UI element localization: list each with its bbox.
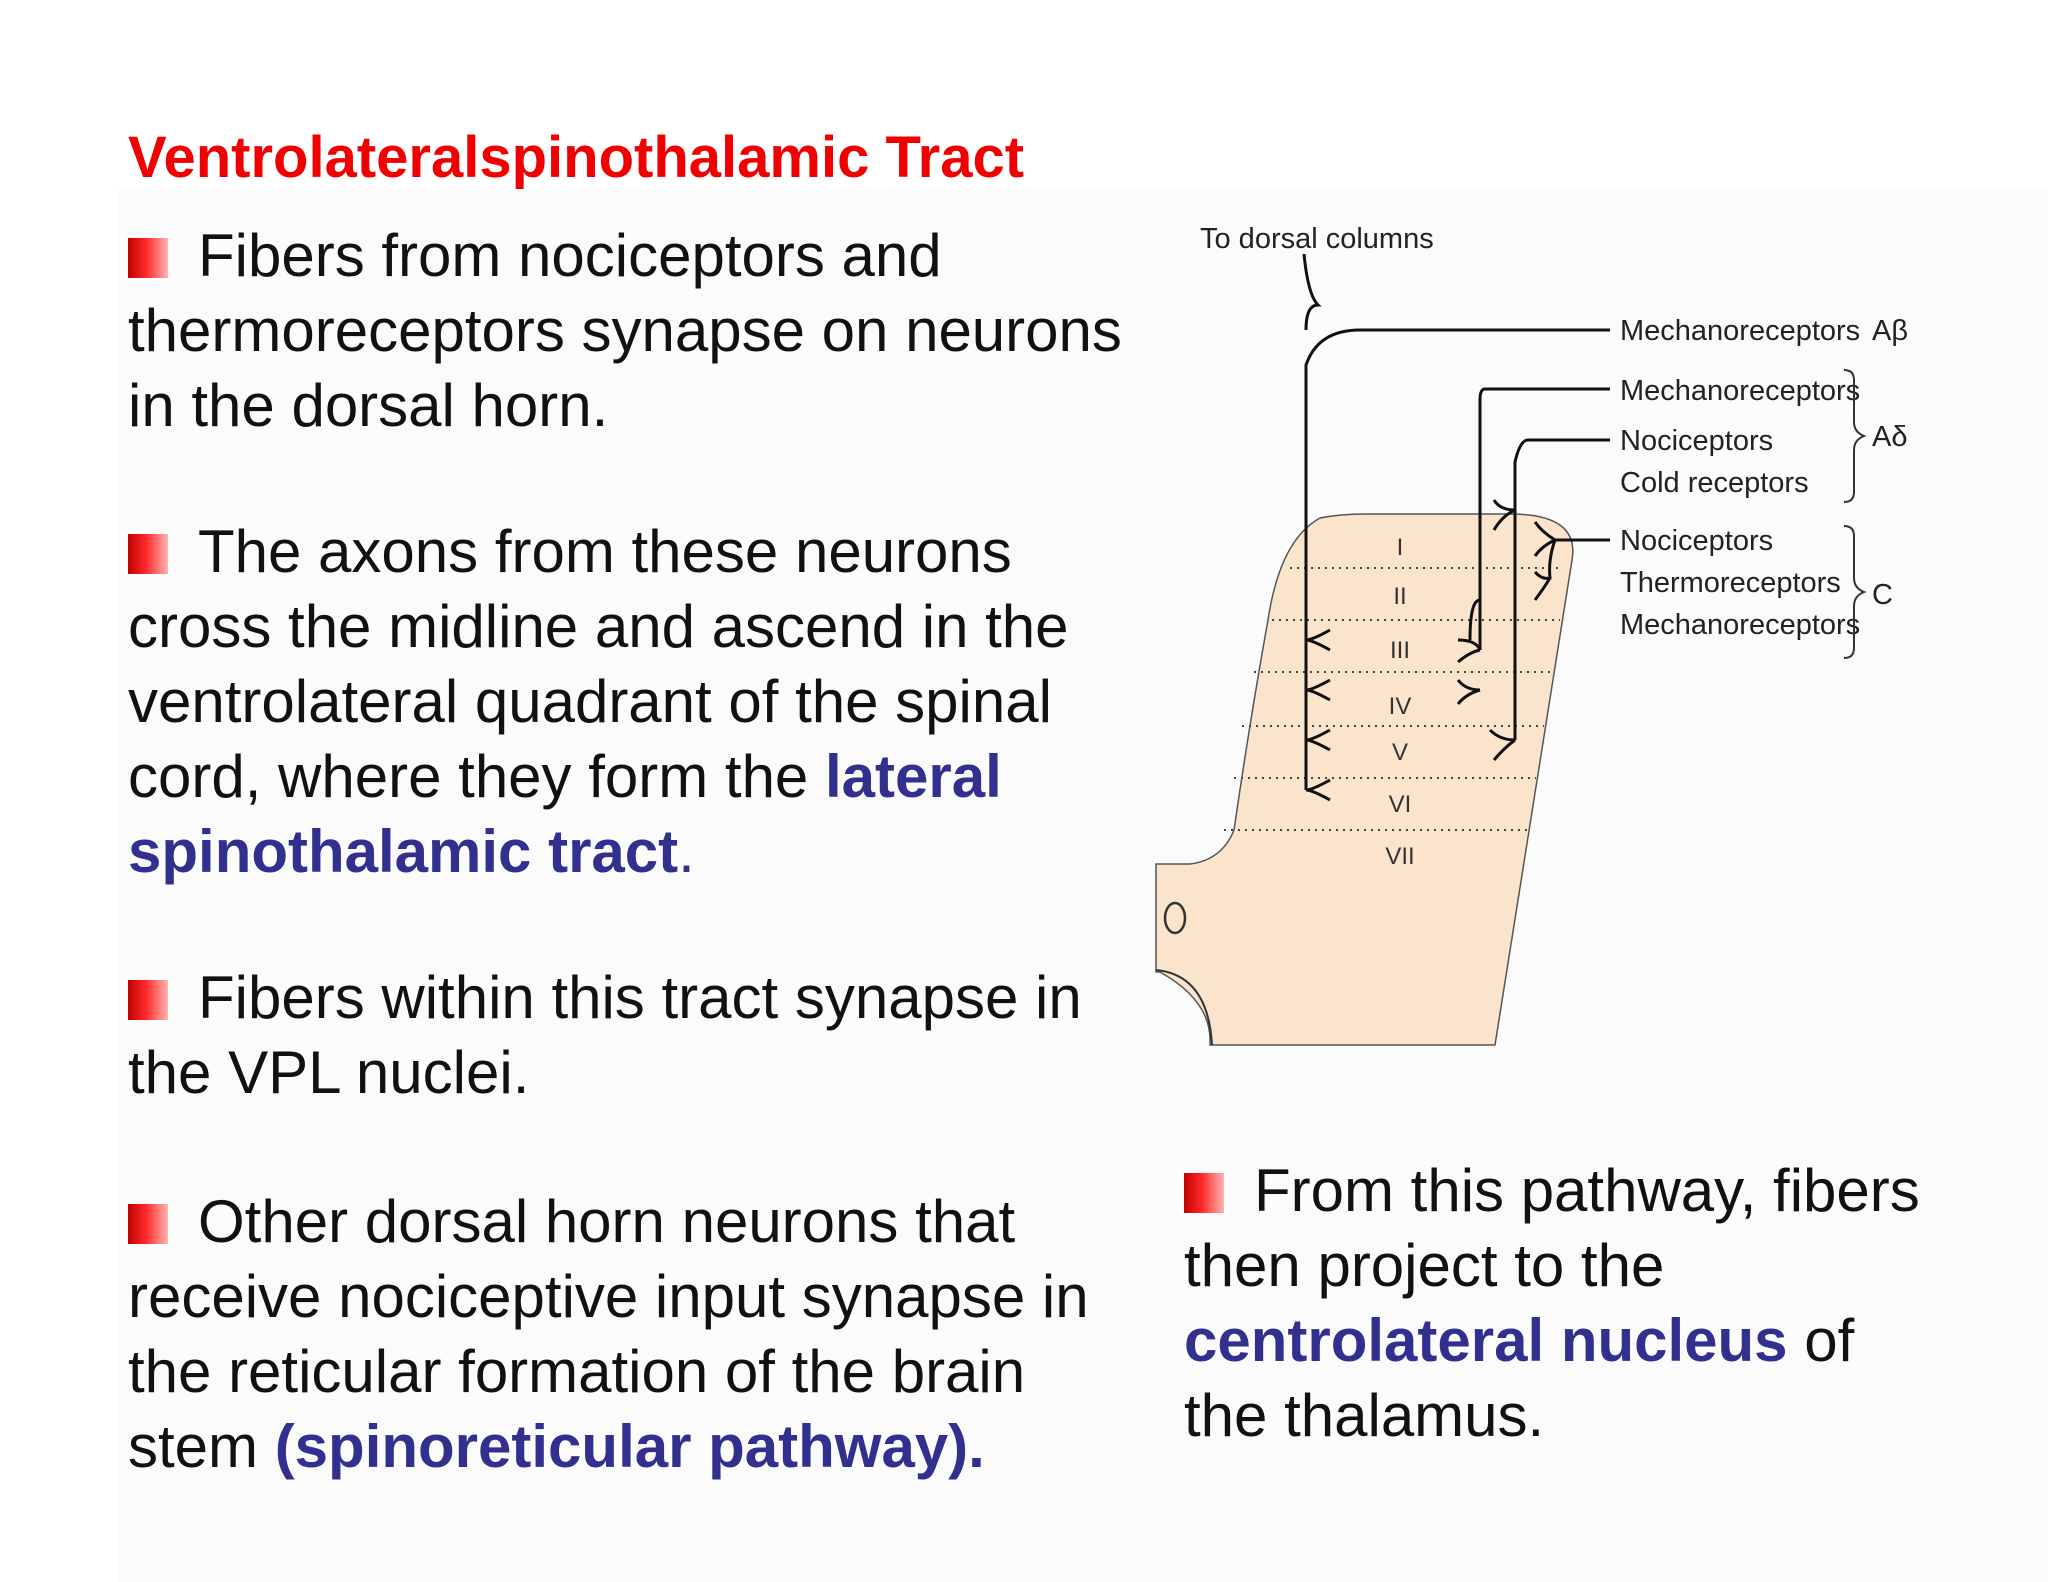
dorsal-columns-label: To dorsal columns	[1200, 223, 1434, 255]
bullet-icon	[128, 1204, 168, 1244]
fiber-class-label: C	[1872, 579, 1893, 611]
brace-lines	[1843, 369, 1867, 659]
lamina-label: VI	[1389, 791, 1412, 818]
receptor-label: Nociceptors	[1620, 525, 1773, 557]
central-canal	[1163, 901, 1187, 935]
highlight-term: (spinoreticular pathway).	[274, 1413, 985, 1480]
bullet-text: The axons from these neurons cross the m…	[128, 518, 1069, 810]
fiber-class-label: Aδ	[1872, 421, 1908, 453]
synapse-terminals	[1305, 499, 1557, 802]
bullet-paragraph-2: The axons from these neurons cross the m…	[128, 514, 1138, 889]
bullet-icon	[1184, 1173, 1224, 1213]
content-panel	[118, 190, 2048, 1582]
bullet-icon	[128, 238, 168, 278]
receptor-label: Mechanoreceptors	[1620, 315, 1860, 347]
lamina-label: VII	[1385, 843, 1414, 870]
lamina-label: I	[1397, 534, 1404, 561]
lamina-label: II	[1393, 583, 1406, 610]
bullet-text-end: of the thalamus.	[1184, 1307, 1855, 1449]
lamina-labels: I II III IV V VI VII	[1385, 534, 1414, 870]
receptor-label: Mechanoreceptors	[1620, 375, 1860, 407]
spinal-cord-edge	[1155, 969, 1213, 1046]
receptor-label: Nociceptors	[1620, 425, 1773, 457]
bullet-paragraph-1: Fibers from nociceptors and thermorecept…	[128, 218, 1128, 443]
bullet-paragraph-5: From this pathway, fibers then project t…	[1184, 1153, 1944, 1453]
receptor-label: Thermoreceptors	[1620, 567, 1841, 599]
dorsal-horn-svg: I II III IV V VI VII	[1155, 223, 1908, 1046]
bullet-text-end: .	[678, 818, 695, 885]
bullet-text: Other dorsal horn neurons that receive n…	[128, 1188, 1089, 1480]
bullet-text: Fibers within this tract synapse in the …	[128, 964, 1082, 1106]
lamina-label: IV	[1389, 693, 1412, 720]
lamina-label: V	[1392, 739, 1408, 766]
receptor-labels: Mechanoreceptors Mechanoreceptors Nocice…	[1620, 315, 1860, 641]
bullet-icon	[128, 980, 168, 1020]
receptor-label: Cold receptors	[1620, 467, 1809, 499]
fiber-class-label: Aβ	[1872, 315, 1908, 347]
highlight-term: centrolateral nucleus	[1184, 1307, 1788, 1374]
bullet-paragraph-4: Other dorsal horn neurons that receive n…	[128, 1184, 1158, 1484]
highlight-term: lateral spinothalamic tract	[128, 743, 1002, 885]
bullet-paragraph-3: Fibers within this tract synapse in the …	[128, 960, 1138, 1110]
gray-matter-shape	[1155, 513, 1574, 1046]
bullet-icon	[128, 534, 168, 574]
fiber-lines	[1302, 253, 1610, 790]
fiber-class-labels: Aβ Aδ C	[1872, 315, 1908, 611]
slide-title: Ventrolateralspinothalamic Tract	[128, 125, 1025, 190]
receptor-label: Mechanoreceptors	[1620, 609, 1860, 641]
lamina-label: III	[1390, 637, 1410, 664]
dorsal-horn-diagram: I II III IV V VI VII	[1150, 200, 1930, 1050]
bullet-text: From this pathway, fibers then project t…	[1184, 1157, 1920, 1299]
bullet-text: Fibers from nociceptors and thermorecept…	[128, 222, 1122, 439]
